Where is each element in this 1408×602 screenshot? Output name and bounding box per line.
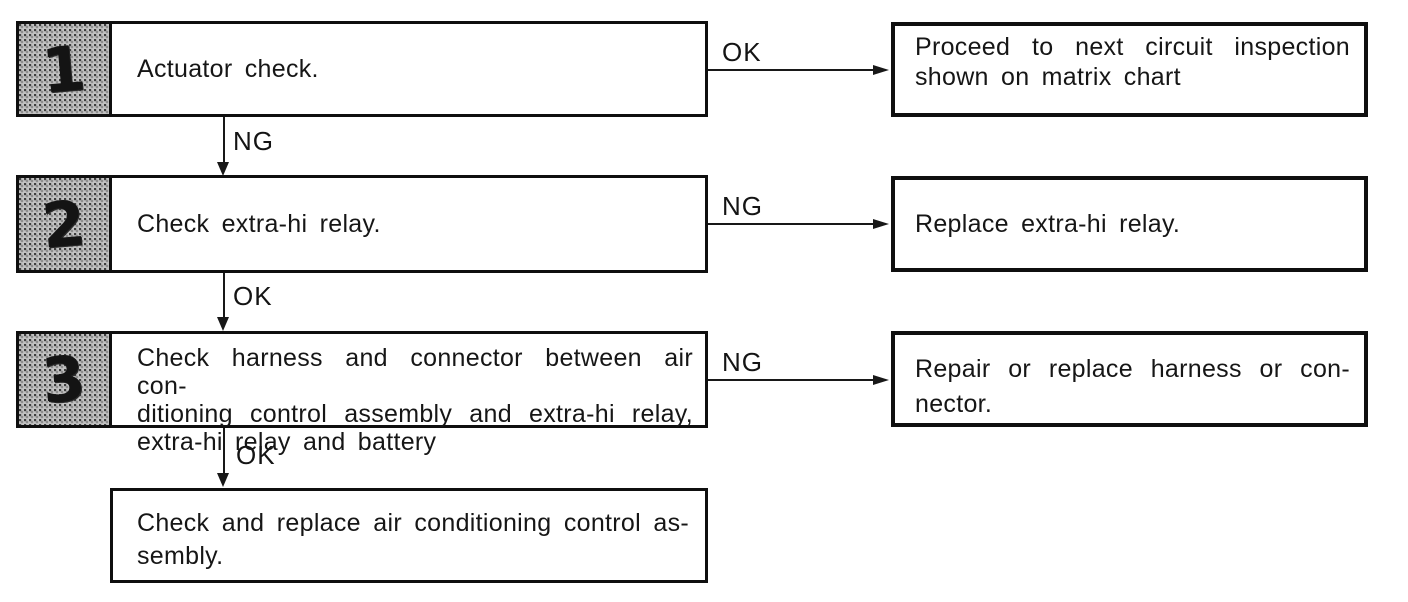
down-arrow-1-line [223, 117, 225, 164]
step-3-number: 3 [39, 341, 89, 418]
step-2-check-text: Check extra-hi relay. [137, 210, 381, 238]
step-3-check-text-line-2: ditioning control assembly and extra-hi … [137, 400, 693, 428]
down-arrow-2-head [217, 317, 229, 331]
step-1-box: 1 Actuator check. [16, 21, 708, 117]
final-action-text-line-1: Check and replace air conditioning contr… [137, 509, 689, 537]
down-arrow-3-line [223, 428, 225, 474]
step-3-check-text-line-1: Check harness and connector between air … [137, 344, 693, 400]
side-arrow-2-head [873, 219, 889, 229]
ng-label-step-2: NG [722, 191, 763, 221]
ok-label-step-3: OK [236, 440, 276, 470]
step-3-check-text-line-3: extra-hi relay and battery [137, 428, 437, 456]
result-2-text: Replace extra-hi relay. [915, 210, 1181, 238]
ok-label-step-1: OK [722, 37, 762, 67]
side-arrow-3-line [708, 379, 875, 381]
side-arrow-1-head [873, 65, 889, 75]
down-arrow-2-line [223, 273, 225, 318]
step-3-box: 3 Check harness and connector between ai… [16, 331, 708, 456]
step-2-number-badge: 2 [16, 175, 112, 273]
ng-label-step-3: NG [722, 347, 763, 377]
result-2-box: Replace extra-hi relay. [891, 176, 1368, 272]
step-1-number-badge: 1 [16, 21, 112, 117]
step-3-number-badge: 3 [16, 331, 112, 428]
result-1-text-line-2: shown on matrix chart [915, 63, 1181, 91]
side-arrow-1-line [708, 69, 875, 71]
step-2-number: 2 [39, 185, 89, 263]
side-arrow-3-head [873, 375, 889, 385]
step-1-check-text: Actuator check. [137, 55, 319, 83]
down-arrow-3-head [217, 473, 229, 487]
ng-label-step-1: NG [233, 126, 274, 156]
result-3-text-line-2: nector. [915, 390, 993, 418]
result-1-text-line-1: Proceed to next circuit inspection [915, 33, 1350, 61]
step-2-box: 2 Check extra-hi relay. [16, 175, 708, 273]
side-arrow-2-line [708, 223, 875, 225]
result-3-text-line-1: Repair or replace harness or con- [915, 355, 1350, 383]
result-3-box: Repair or replace harness or con- nector… [891, 331, 1368, 427]
down-arrow-1-head [217, 162, 229, 176]
final-action-text-line-2: sembly. [137, 542, 224, 570]
result-1-box: Proceed to next circuit inspection shown… [891, 22, 1368, 117]
final-action-box: Check and replace air conditioning contr… [110, 488, 708, 583]
step-1-number: 1 [39, 30, 89, 108]
ok-label-step-2: OK [233, 281, 273, 311]
